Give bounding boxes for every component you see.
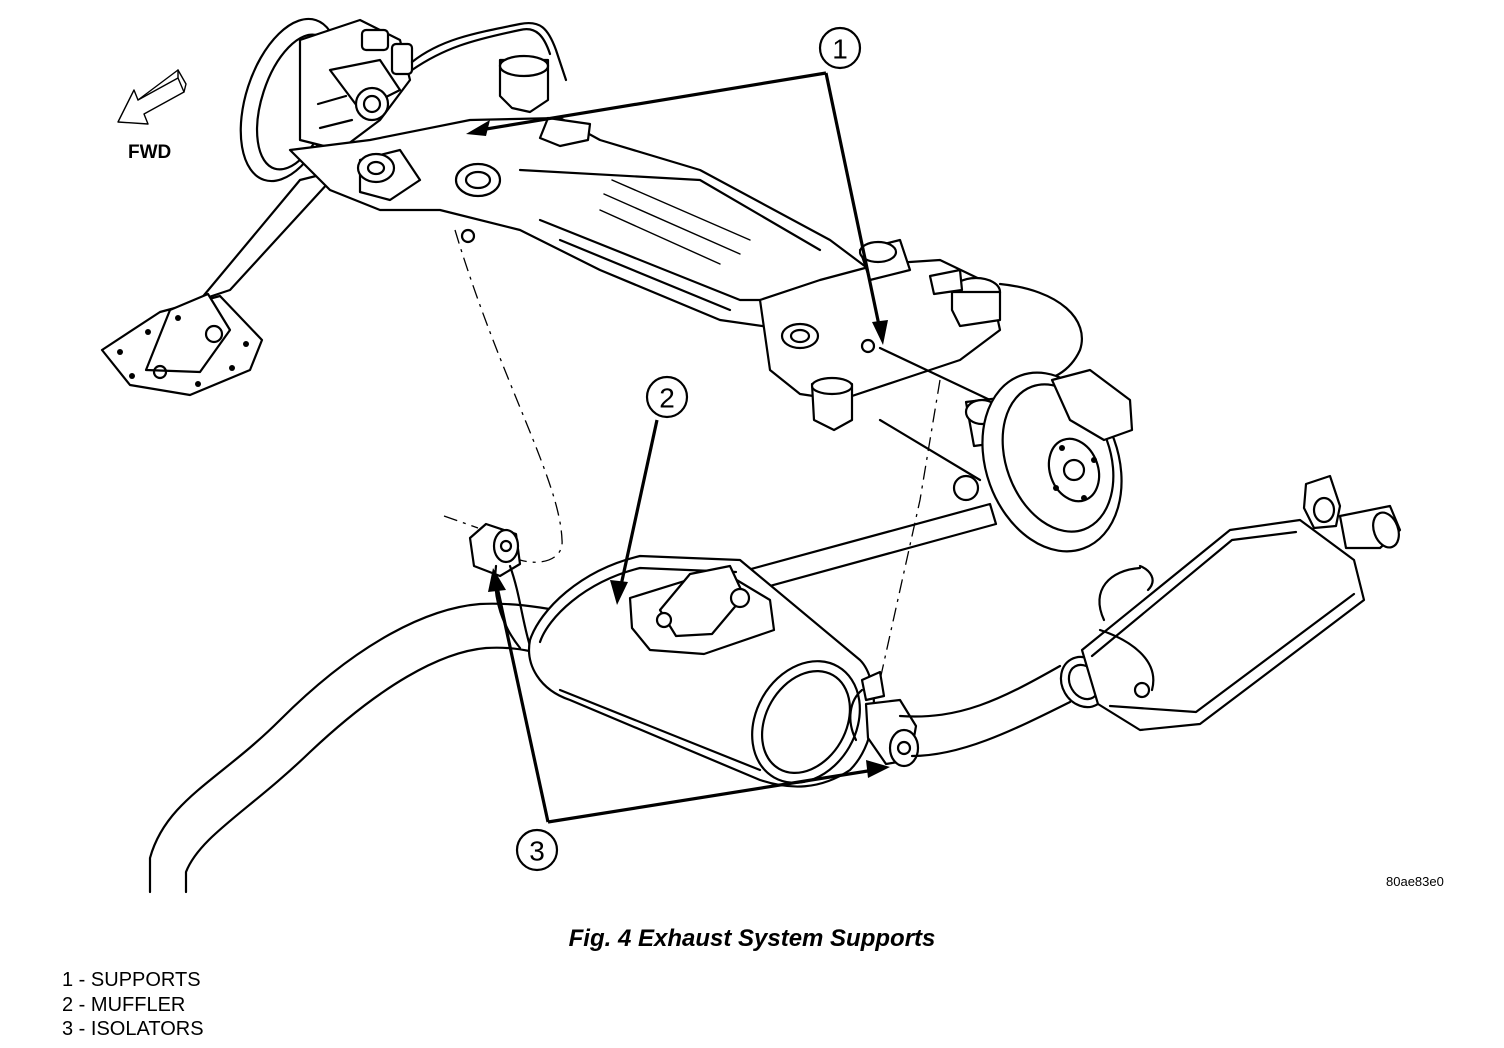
callout-2-number: 2 [659,383,675,414]
leader-line-supports [824,72,882,331]
figure-caption: Fig. 4 Exhaust System Supports [568,925,936,952]
callout-1: 1 [818,26,862,70]
callout-2: 2 [645,375,689,419]
rear-axle-beam [288,54,872,332]
leader-line-isolators [547,768,875,824]
legend-number: 1 [62,969,74,991]
legend-item-muffler: 2 - MUFFLER [62,993,204,1018]
callout-3-number: 3 [529,836,545,867]
right-control-arm [738,502,998,594]
brake-line [410,21,568,82]
alignment-line [454,229,563,563]
resonator [1080,518,1366,732]
fwd-label: FWD [128,142,171,163]
left-brake-assembly [239,17,414,183]
legend-item-supports: 1 - SUPPORTS [62,968,204,993]
leader-line-isolators [494,581,550,823]
callout-3: 3 [515,828,559,872]
legend-number: 2 [62,993,74,1016]
alignment-line [879,379,941,681]
leader-line-supports [479,71,827,132]
callout-1-number: 1 [832,34,848,65]
legend-number: 3 [62,1018,74,1040]
muffler-support-bracket [628,564,776,656]
tail-isolator [1302,474,1402,550]
muffler [527,554,875,788]
legend: 1 - SUPPORTS 2 - MUFFLER 3 - ISOLATORS [62,968,204,1042]
fwd-arrow-icon [117,69,187,125]
left-control-arm [100,168,342,397]
legend-separator: - [73,993,91,1016]
legend-text: SUPPORTS [90,969,201,991]
legend-separator: - [73,969,91,991]
right-brake-rotor [981,368,1134,553]
tailpipe [898,655,1109,758]
leader-line-muffler [618,419,659,591]
figure-reference-code: 80ae83e0 [1386,874,1444,889]
legend-item-isolators: 3 - ISOLATORS [62,1017,204,1042]
legend-text: MUFFLER [90,993,186,1016]
alignment-line [443,515,479,529]
legend-separator: - [73,1018,91,1040]
legend-text: ISOLATORS [90,1018,204,1040]
exhaust-system-diagram: FWD [100,17,1444,894]
right-brake-line [998,282,1083,384]
exhaust-pipe [148,602,602,894]
